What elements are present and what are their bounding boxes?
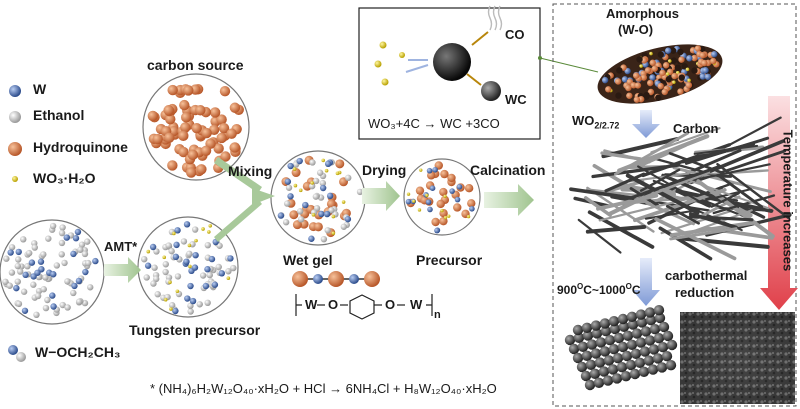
wc-sphere-cluster (564, 305, 678, 391)
carbothermal-label-2: reduction (675, 285, 735, 300)
precursor-circle (403, 158, 481, 236)
temperature-range-label: 900OC~1000OC (557, 282, 641, 297)
temperature-arrow (760, 96, 798, 310)
co-label: CO (505, 27, 525, 42)
legend-hydroquinone-label: Hydroquinone (33, 139, 128, 155)
process-arrows (104, 157, 534, 283)
temperature-label: Temperature increases (780, 129, 796, 272)
legend-ethanol-marker (9, 111, 21, 123)
wet-gel-label: Wet gel (283, 252, 333, 268)
polymer-n: n (434, 309, 441, 321)
legend-wo3-label: WO₃·H₂O (33, 170, 96, 186)
legend-hydroquinone-marker (8, 142, 22, 156)
amt-label: AMT* (104, 239, 138, 254)
calcination-arrow (484, 184, 534, 216)
mixing-label: Mixing (228, 163, 273, 179)
polymer-w1: W (305, 297, 318, 312)
polymer-o2: O (385, 297, 396, 312)
mixing-arrow-top (214, 157, 262, 193)
reaction-equation: WO₃+4C → WC +3CO (368, 116, 500, 131)
legend-wo3-marker (12, 176, 18, 182)
wc-label: WC (505, 92, 527, 107)
amorphous-rod (597, 44, 723, 104)
wo2-label: WO2/2.72 (572, 113, 620, 131)
legend-w-marker (9, 85, 21, 97)
carbon-source-circle (142, 73, 250, 181)
legend-alkoxide-e (16, 352, 26, 362)
drying-label: Drying (362, 162, 407, 178)
amorphous-label-1: Amorphous (606, 6, 679, 21)
mixing-arrow-head (252, 188, 275, 205)
wet-gel-circle (270, 150, 366, 246)
carbothermal-arrow (632, 258, 660, 306)
legend-ethanol-label: Ethanol (33, 107, 85, 123)
tungsten-precursor-label: Tungsten precursor (129, 322, 261, 338)
legend-w-label: W (33, 81, 47, 97)
amt-equation: * (NH₄)₆H₂W₁₂O₄₀·xH₂O + HCl → 6NH₄Cl + H… (150, 381, 497, 396)
fiber-bundle (569, 116, 792, 261)
calcination-label: Calcination (470, 162, 546, 178)
amt-arrow (104, 257, 141, 283)
polymer-o1: O (328, 297, 339, 312)
right-panel (552, 3, 797, 407)
tungsten-precursor-circle (137, 216, 239, 318)
carbon-source-label: carbon source (147, 57, 244, 73)
drying-arrow (362, 181, 400, 211)
legend-alkoxide-w (8, 345, 18, 355)
carbothermal-label-1: carbothermal (665, 268, 748, 283)
reaction-schematic (374, 5, 503, 101)
legend-alkoxide-label: W−OCH₂CH₃ (35, 344, 121, 360)
amorphous-label-2: (W-O) (618, 22, 654, 37)
polymer-structure (292, 271, 433, 320)
carbon-label: Carbon (673, 121, 719, 136)
wo2-arrow (632, 110, 660, 138)
polymer-w2: W (410, 297, 423, 312)
mixing-arrow-bottom (214, 199, 262, 242)
precursor-label: Precursor (416, 252, 483, 268)
ethanol-circle (0, 219, 105, 325)
